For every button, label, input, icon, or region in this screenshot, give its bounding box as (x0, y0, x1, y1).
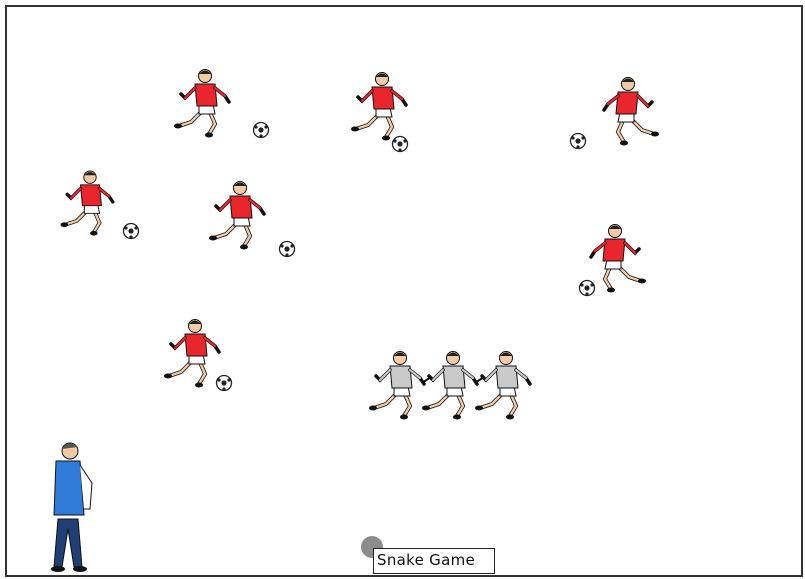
snake-player-3 (475, 352, 530, 420)
ball-3 (571, 134, 586, 149)
ball-2 (393, 137, 408, 152)
ball-6 (580, 281, 595, 296)
snake-player-2 (422, 352, 477, 420)
ball-7 (217, 376, 232, 391)
coach-figure-icon (51, 443, 92, 572)
ball-5 (280, 242, 295, 257)
attacker-player-6 (591, 225, 646, 293)
snake-player-1 (369, 352, 424, 420)
ball-1 (254, 123, 269, 138)
attacker-player-7 (164, 320, 219, 388)
field-boundary (6, 6, 802, 576)
attacker-player-5 (209, 182, 264, 250)
diagram-label: Snake Game (373, 548, 495, 574)
ball-4 (124, 224, 139, 239)
attacker-player-1 (174, 70, 229, 138)
attacker-player-4 (61, 171, 113, 236)
attacker-player-3 (604, 78, 659, 146)
attacker-player-2 (351, 73, 406, 141)
